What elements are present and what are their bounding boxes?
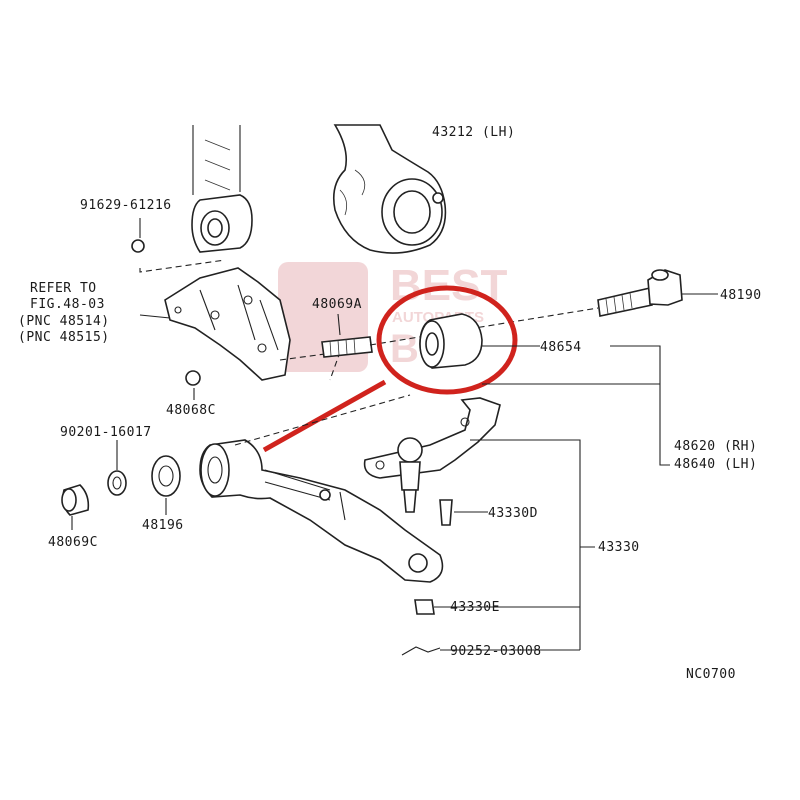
bolt-48069a-drawing	[321, 336, 373, 358]
lower-control-arm-drawing	[199, 394, 444, 583]
nut-43330e-icon	[414, 599, 435, 615]
part-labels: 43212 (LH) 91629-61216 REFER TO FIG.48-0…	[18, 125, 762, 682]
nut-91629-icon	[131, 239, 145, 253]
bushing-48654-drawing	[419, 313, 483, 369]
label-48068c: 48068C	[166, 403, 216, 418]
label-48196: 48196	[142, 518, 184, 533]
washer-90201-icon	[107, 470, 127, 496]
steering-knuckle-drawing	[332, 124, 447, 254]
label-43330d: 43330D	[488, 506, 538, 521]
label-refer-4: (PNC 48515)	[18, 330, 110, 345]
label-43330e: 43330E	[450, 600, 500, 615]
label-48640: 48640 (LH)	[674, 457, 757, 472]
label-refer-1: REFER TO	[30, 281, 97, 296]
highlight-circle	[376, 285, 518, 395]
label-48069a: 48069A	[312, 297, 362, 312]
cotter-pin-90252-icon	[401, 646, 441, 656]
ball-joint-43330-drawing	[363, 397, 501, 656]
label-43212: 43212 (LH)	[432, 125, 515, 140]
highlight-pointer-line	[262, 379, 387, 453]
label-90252: 90252-03008	[450, 644, 542, 659]
nut-48068c-icon	[185, 370, 201, 386]
label-48620: 48620 (RH)	[674, 439, 757, 454]
label-43330: 43330	[598, 540, 640, 555]
bolt-43330d-icon	[439, 499, 453, 526]
label-refer-2: FIG.48-03	[30, 297, 105, 312]
label-refer-3: (PNC 48514)	[18, 314, 110, 329]
leader-lines	[71, 218, 718, 651]
bolt-48190-drawing	[369, 269, 683, 346]
mount-bracket-drawing	[164, 267, 341, 386]
cushion-48196-icon	[151, 455, 181, 497]
shock-absorber-drawing	[131, 125, 253, 273]
label-48654: 48654	[540, 340, 582, 355]
watermark: BEST AUTOPARTS BUY	[278, 261, 507, 372]
label-90201: 90201-16017	[60, 425, 152, 440]
label-48069c: 48069C	[48, 535, 98, 550]
loose-parts-drawing	[61, 455, 181, 516]
label-48190: 48190	[720, 288, 762, 303]
watermark-line1: BEST	[390, 261, 507, 310]
label-91629: 91629-61216	[80, 198, 172, 213]
label-diagram-code: NC0700	[686, 667, 736, 682]
